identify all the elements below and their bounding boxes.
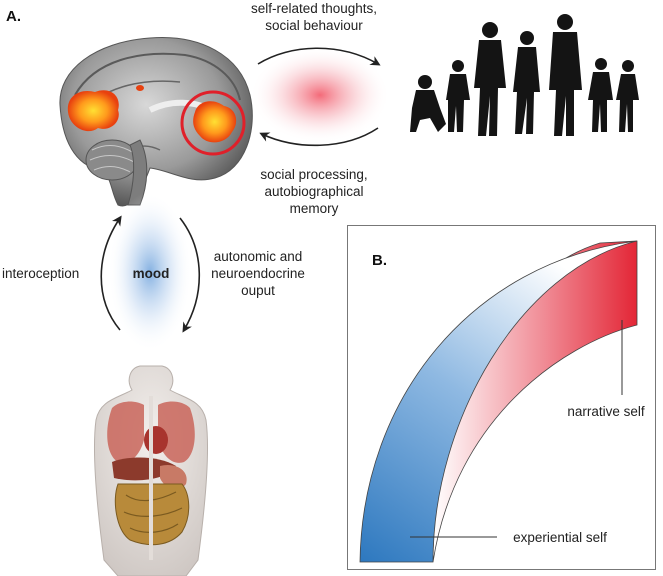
social-processing-label: social processing, autobiographical memo… bbox=[244, 166, 384, 217]
activation-small-spot bbox=[136, 85, 144, 91]
narrative-self-label: narrative self bbox=[567, 404, 645, 419]
arrow-interoception bbox=[100, 215, 122, 331]
activation-medial-prefrontal bbox=[193, 101, 237, 143]
silhouette-adult-2 bbox=[513, 31, 540, 134]
arrow-autonomic-output bbox=[179, 217, 201, 333]
silhouette-child-2 bbox=[588, 58, 613, 132]
silhouette-child-1 bbox=[446, 60, 470, 132]
silhouette-child-3 bbox=[616, 60, 639, 132]
cerebellum bbox=[85, 139, 139, 181]
silhouette-adult-3 bbox=[549, 14, 582, 136]
mood-label: mood bbox=[132, 266, 170, 281]
social-processing-line-3: memory bbox=[289, 201, 339, 216]
autonomic-line-1: autonomic and bbox=[213, 249, 303, 264]
autonomic-line-2: neuroendocrine bbox=[211, 266, 305, 281]
people-silhouettes bbox=[410, 14, 639, 136]
activation-precuneus bbox=[67, 90, 119, 132]
stomach bbox=[160, 464, 187, 490]
experiential-self-label: experiential self bbox=[513, 530, 607, 545]
highlight-circle bbox=[180, 90, 246, 156]
self-related-label: self-related thoughts, social behaviour bbox=[244, 0, 384, 34]
autonomic-line-3: ouput bbox=[241, 283, 275, 298]
silhouette-crouching bbox=[410, 75, 446, 132]
interoception-label: interoception bbox=[2, 266, 80, 281]
social-processing-line-1: social processing, bbox=[260, 167, 368, 182]
experiential-self-band-fill bbox=[359, 240, 638, 563]
panel-a-label: A. bbox=[6, 8, 21, 25]
self-related-line-1: self-related thoughts, bbox=[250, 1, 378, 16]
lungs bbox=[107, 401, 195, 463]
social-glow bbox=[250, 47, 390, 143]
self-related-line-2: social behaviour bbox=[265, 18, 363, 33]
torso-image bbox=[93, 365, 209, 576]
activation-clusters bbox=[67, 85, 237, 143]
arrow-to-brain bbox=[259, 127, 379, 147]
arrow-to-social bbox=[257, 47, 381, 66]
silhouette-adult-1 bbox=[474, 22, 506, 136]
mood-glow bbox=[108, 192, 192, 352]
panel-b-label: B. bbox=[372, 252, 387, 269]
brain-image bbox=[59, 37, 253, 207]
social-processing-line-2: autobiographical bbox=[264, 184, 364, 199]
autonomic-label: autonomic and neuroendocrine ouput bbox=[206, 248, 310, 299]
